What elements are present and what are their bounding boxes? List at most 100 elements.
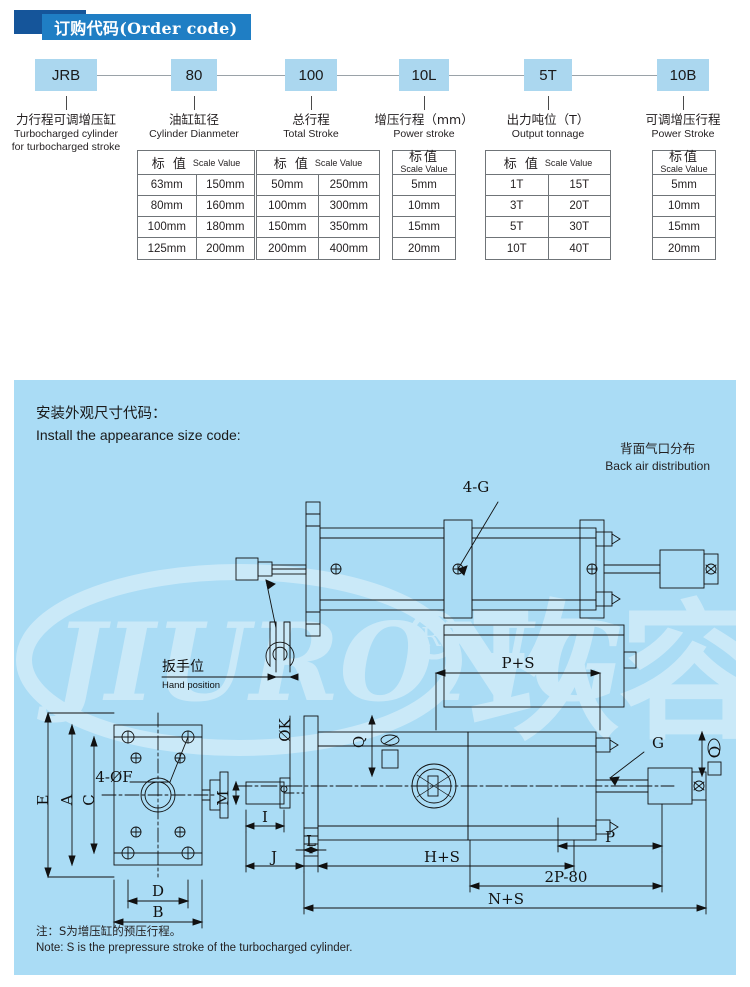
order-code-tick-3 [424,96,425,110]
scale-table-cell: 20mm [668,242,700,255]
scale-table-cell: 5mm [411,179,437,191]
label-cn: 总行程 [292,112,330,127]
order-code-value: 10B [669,66,697,84]
panel-note: 注：S为增压缸的预压行程。 Note: S is the prepressure… [36,923,352,958]
dim-hs-label: H+S [424,848,460,866]
page-title: 订购代码(Order code) [54,19,238,38]
scale-table-cell: 150mm [206,179,245,191]
scale-header-en: Scale Value [192,157,241,168]
dim-b-label: B [152,903,163,921]
scale-table-cell: 3T [486,196,549,216]
scale-header-cn: 标 值 [273,157,310,172]
order-code-tick-4 [548,96,549,110]
order-code-box-2[interactable]: 100 [285,59,337,91]
label-en: Power stroke [393,127,455,140]
hand-position-en: Hand position [162,680,220,691]
scale-header-cn: 标 值 [151,157,188,172]
dim-i-label: I [262,808,268,826]
scale-table-cell: 200mm [206,242,245,255]
scale-table-row: 3T 20T [486,196,610,217]
dim-q-label: Q [350,736,368,748]
scale-table-cell: 40T [569,242,590,255]
back-air-distribution-label: 背面气口分布 Back air distribution [605,440,710,476]
order-code-box-3[interactable]: 10L [399,59,449,91]
back-air-en: Back air distribution [605,459,710,474]
scale-table-row: 5mm [393,175,455,196]
dim-m-label: M [214,790,232,805]
order-code-tick-5 [683,96,684,110]
dim-p-label: P [605,828,615,846]
order-code-tick-0 [66,96,67,110]
scale-table-cell: 50mm [257,175,319,195]
dim-a-label: A [58,794,76,806]
scale-table-cell: 15mm [668,221,700,233]
order-code-tick-2 [311,96,312,110]
technical-drawing: 4-G G 4-ØF 扳手位 Hand position E A C D B M… [34,478,724,929]
scale-table-row: 63mm 150mm [138,175,254,196]
scale-table-cell: 10mm [668,200,700,212]
dim-2p80-label: 2P-80 [545,868,588,886]
scale-table-cell: 180mm [206,221,245,233]
scale-table-row: 50mm 250mm [257,175,379,196]
order-code-value: 80 [185,66,203,84]
scale-header-cn: 标值 [668,149,699,165]
order-code-label-3: 增压行程（mm）Power stroke [334,112,514,141]
scale-table-row: 10mm [393,196,455,217]
scale-table-row: 10mm [653,196,715,217]
order-code-value: 100 [298,66,324,84]
scale-table-cell: 250mm [329,179,368,191]
panel-title-en: Install the appearance size code: [36,427,241,444]
label-cn: 可调增压行程 [645,112,721,127]
banner-title-bar: 订购代码(Order code) [42,14,252,40]
label-en: Power Stroke [651,127,715,140]
order-code-box-5[interactable]: 10B [657,59,709,91]
order-code-chain: JRB 80 100 10L 5T 10B [0,55,750,95]
scale-table-cell: 20T [569,200,590,212]
order-code-value: 10L [411,66,437,84]
panel-title: 安装外观尺寸代码： Install the appearance size co… [36,404,241,445]
scale-table-cell: 15T [569,179,590,191]
scale-table-cell: 63mm [138,175,197,195]
hand-position-cn: 扳手位 [162,659,204,675]
order-code-label-4: 出力吨位（T）Output tonnage [458,112,638,141]
scale-table-cell: 80mm [138,196,197,216]
scale-table-cell: 20mm [408,242,440,255]
dim-ps-label: P+S [502,654,535,672]
chain-connector [97,75,171,76]
scale-header-en: Scale Value [544,157,593,168]
scale-table-cell: 30T [569,221,590,233]
dim-o-label: O [706,746,724,758]
scale-table-cell: 200mm [257,238,319,259]
order-code-value: JRB [51,66,81,84]
dim-g-label: G [652,734,664,752]
appearance-size-panel: 安装外观尺寸代码： Install the appearance size co… [14,380,736,975]
dim-d-label: D [152,882,164,900]
dim-c-label: C [80,794,98,805]
scale-table-cell: 10T [486,238,549,259]
chain-connector [572,75,657,76]
order-code-box-0[interactable]: JRB [35,59,97,91]
label-en: Total Stroke [283,127,339,140]
order-code-box-4[interactable]: 5T [524,59,572,91]
label-en: Turbocharged cylinder [13,127,119,140]
dim-4f-label: 4-ØF [95,768,132,786]
panel-note-cn: 注：S为增压缸的预压行程。 [36,923,182,938]
scale-header-en: Scale Value [400,163,448,174]
scale-table-cell: 400mm [329,242,368,255]
order-code-box-1[interactable]: 80 [171,59,217,91]
dim-e-label: E [34,795,52,806]
